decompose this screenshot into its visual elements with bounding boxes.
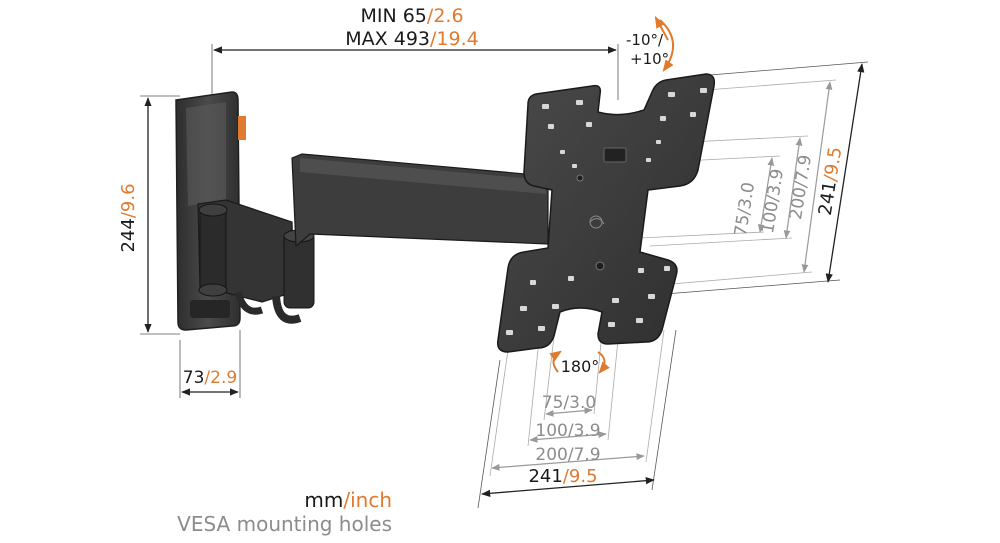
rotation-indicator: 180°: [549, 350, 610, 376]
v75-label: 75/3.0: [731, 181, 759, 238]
h75-label: 75/3.0: [542, 393, 596, 413]
rotate-right-arrow-icon: [597, 351, 610, 374]
tilt-plus-label: +10°: [630, 50, 669, 68]
units-legend: mm/inch: [304, 488, 392, 512]
depth-dimension: 73/2.9: [179, 330, 241, 398]
max-dimension: [211, 44, 619, 100]
height-dimension: 244/9.6: [118, 95, 180, 335]
h200-label: 200/7.9: [535, 445, 600, 465]
depth-label: 73/2.9: [183, 368, 237, 388]
rotation-label: 180°: [561, 357, 600, 376]
h241-label: 241/9.5: [528, 466, 597, 487]
swing-arm: [197, 153, 549, 324]
v100-label: 100/3.9: [758, 167, 788, 235]
orange-clip-icon: [238, 116, 246, 140]
vesa-legend: VESA mounting holes: [177, 512, 392, 536]
brand-logo: [589, 215, 605, 229]
h100-label: 100/3.9: [535, 421, 600, 441]
tv-plate: [496, 73, 716, 353]
tilt-minus-label: -10°/: [626, 31, 664, 49]
v200-label: 200/7.9: [786, 153, 816, 221]
max-label: MAX 493/19.4: [345, 28, 478, 50]
tilt-indicator: -10°/ +10°: [626, 15, 674, 72]
legend: mm/inch VESA mounting holes: [0, 488, 392, 536]
vesa-horizontal-dims: 241/9.5 200/7.9 100/3.9 75/3.0: [477, 311, 677, 509]
min-label: MIN 65/2.6: [360, 5, 463, 27]
height-label: 244/9.6: [118, 183, 139, 252]
rotate-left-arrow-icon: [549, 350, 562, 373]
